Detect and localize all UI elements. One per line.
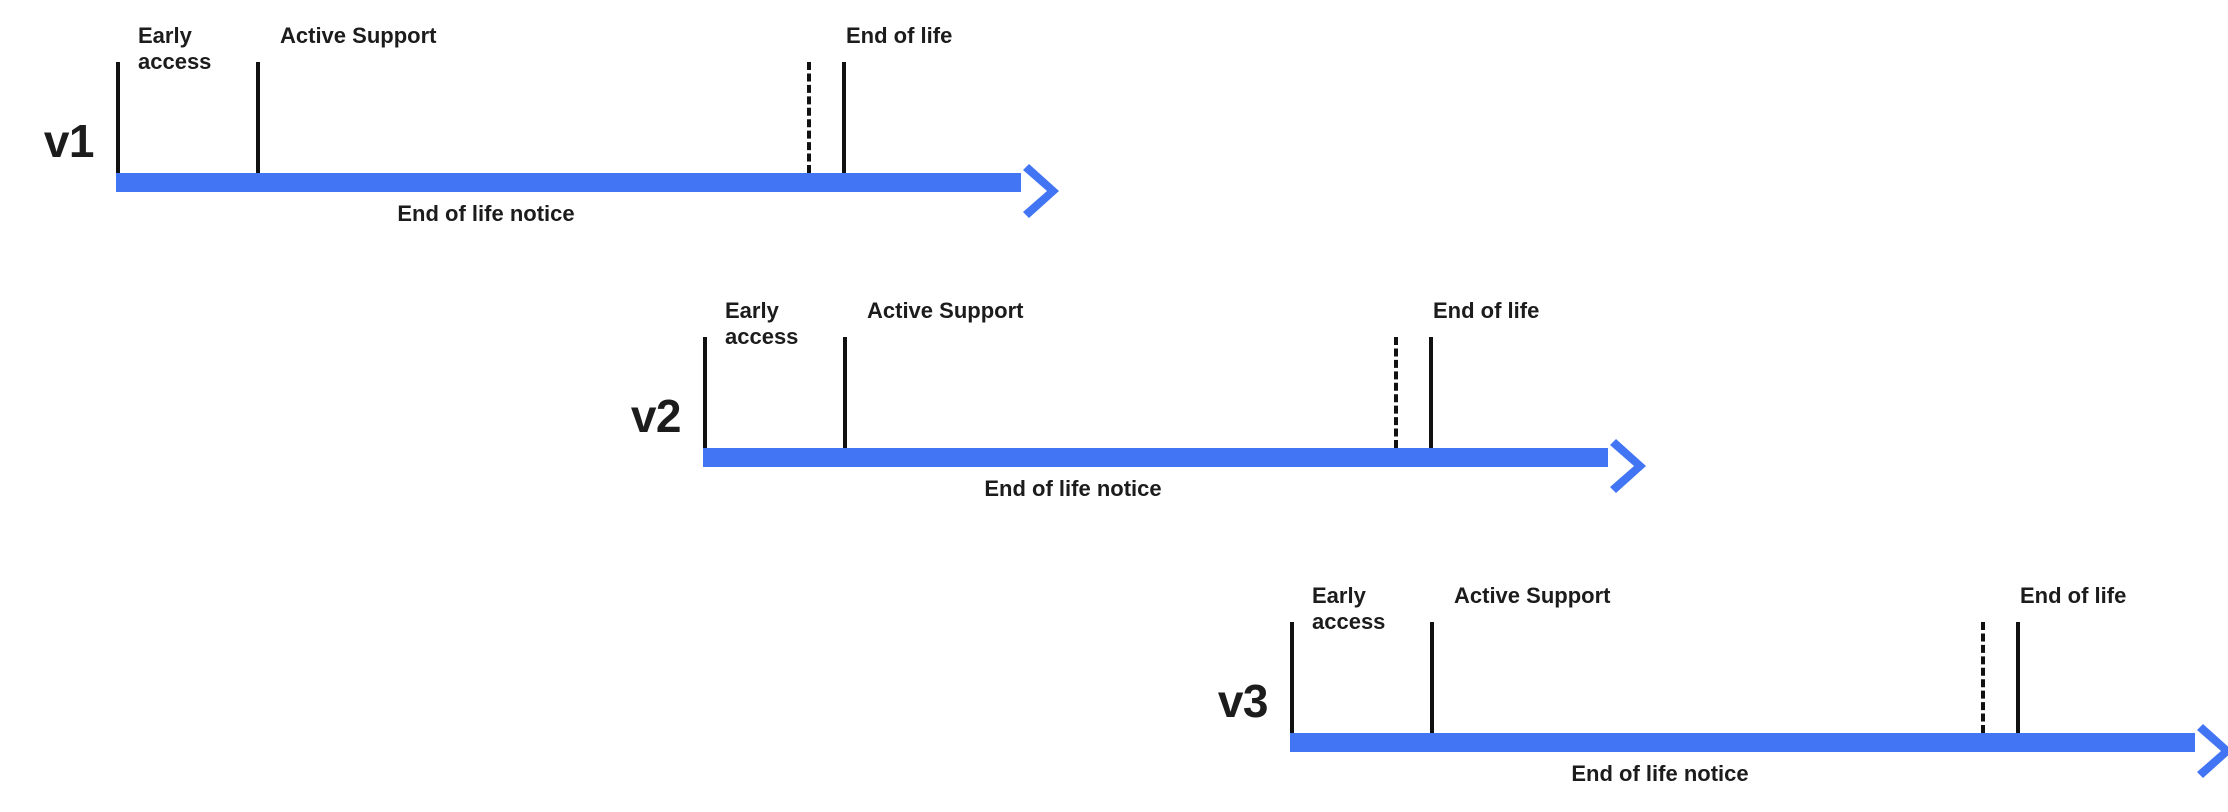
phase-divider (256, 62, 260, 173)
eol-notice-marker-dashed (1981, 622, 1985, 733)
version-label-v3: v3 (1217, 675, 1269, 727)
eol-notice-marker-dashed (807, 62, 811, 173)
phase-label: End of life (2020, 583, 2127, 608)
timeline-bar (116, 173, 1021, 192)
phase-divider (703, 337, 707, 448)
phase-label: Early access (1312, 583, 1386, 634)
phase-divider (1429, 337, 1433, 448)
end-of-life-notice-label: End of life notice (1571, 761, 1749, 786)
phase-label: End of life (1433, 298, 1540, 323)
phase-label: Early access (725, 298, 799, 349)
phase-divider (842, 62, 846, 173)
version-label-v2: v2 (630, 390, 682, 442)
end-of-life-notice-label: End of life notice (397, 201, 575, 226)
phase-divider (1430, 622, 1434, 733)
arrow-right-icon (1015, 160, 1077, 222)
phase-label: Active Support (280, 23, 437, 48)
phase-label: Active Support (867, 298, 1024, 323)
end-of-life-notice-label: End of life notice (984, 476, 1162, 501)
phase-label: Active Support (1454, 583, 1611, 608)
phase-label: Early access (138, 23, 212, 74)
phase-divider (116, 62, 120, 173)
phase-divider (1290, 622, 1294, 733)
timeline-bar (1290, 733, 2195, 752)
arrow-right-icon (2189, 720, 2228, 782)
version-label-v1: v1 (43, 115, 95, 167)
eol-notice-marker-dashed (1394, 337, 1398, 448)
arrow-right-icon (1602, 435, 1664, 497)
timeline-bar (703, 448, 1608, 467)
phase-divider (843, 337, 847, 448)
phase-divider (2016, 622, 2020, 733)
phase-label: End of life (846, 23, 953, 48)
